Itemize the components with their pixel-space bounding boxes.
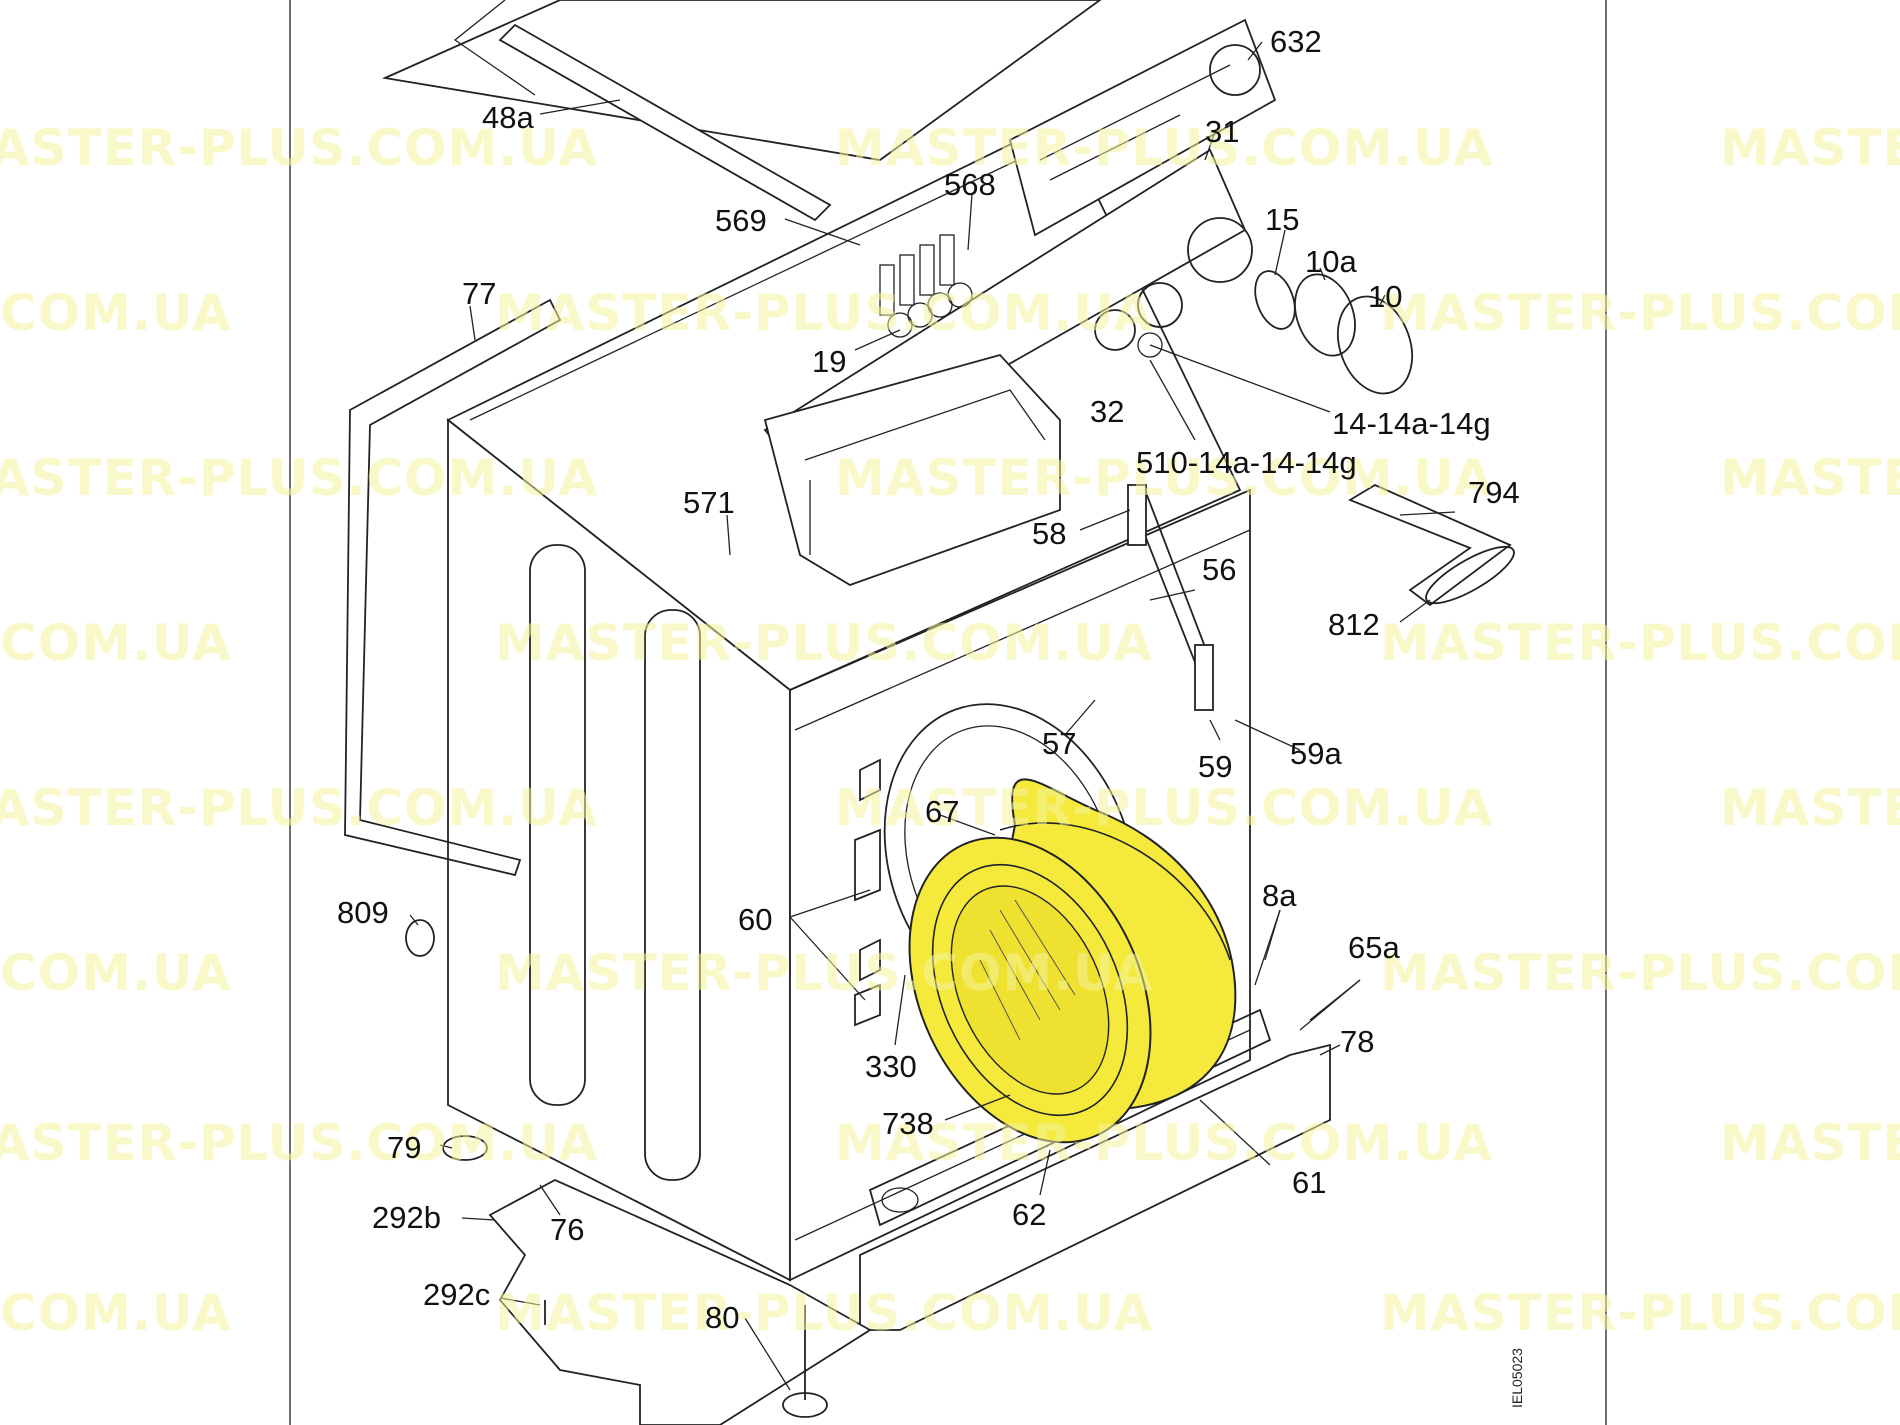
watermark: MASTER-PLUS.COM.UA xyxy=(1720,449,1900,507)
watermark: MASTER-PLUS.COM.UA xyxy=(0,449,598,507)
part-label-809: 809 xyxy=(337,895,389,930)
part-label-794: 794 xyxy=(1468,475,1520,510)
part-label-62: 62 xyxy=(1012,1197,1046,1232)
part-label-76: 76 xyxy=(550,1212,584,1247)
watermark: .COM.UA xyxy=(0,944,232,1002)
watermark-layer: MASTER-PLUS.COM.UA MASTER-PLUS.COM.UA MA… xyxy=(0,119,1900,1342)
watermark: MASTER-PLUS.COM.UA xyxy=(495,944,1153,1002)
part-label-292c: 292c xyxy=(423,1277,490,1312)
part-label-738: 738 xyxy=(882,1106,934,1141)
part-label-59a: 59a xyxy=(1290,736,1342,771)
part-label-65a: 65a xyxy=(1348,930,1400,965)
part-label-292b: 292b xyxy=(372,1200,441,1235)
part-label-10: 10 xyxy=(1368,279,1402,314)
line-art xyxy=(289,0,1607,1425)
part-label-77: 77 xyxy=(462,276,496,311)
door-inner-ring xyxy=(950,885,1110,1095)
part-label-60: 60 xyxy=(738,902,772,937)
watermark: MASTER-PLUS.COM.UA xyxy=(835,119,1493,177)
part-label-67: 67 xyxy=(925,794,959,829)
watermark: MASTER-PLUS.COM.UA xyxy=(1380,284,1900,342)
watermark: MASTER-PLUS.COM.UA xyxy=(0,779,598,837)
watermark: MASTER-PLUS.COM.UA xyxy=(0,119,598,177)
part-label-32: 32 xyxy=(1090,394,1124,429)
part-label-58: 58 xyxy=(1032,516,1066,551)
part-label-31: 31 xyxy=(1205,114,1239,149)
part-label-80: 80 xyxy=(705,1300,739,1335)
watermark: .COM.UA xyxy=(0,284,232,342)
watermark: .COM.UA xyxy=(0,1284,232,1342)
part-label-61: 61 xyxy=(1292,1165,1326,1200)
watermark: MASTER-PLUS.COM.UA xyxy=(1380,614,1900,672)
leader-lines xyxy=(409,41,1456,1391)
part-label-59: 59 xyxy=(1198,749,1232,784)
watermark: MASTER-PLUS.COM.UA xyxy=(835,779,1493,837)
watermark: MASTER-PLUS.COM.UA xyxy=(495,614,1153,672)
part-label-8a: 8a xyxy=(1262,878,1297,913)
watermark: MASTER-PLUS.COM.UA xyxy=(1720,779,1900,837)
part-label-569: 569 xyxy=(715,203,767,238)
part-label-57: 57 xyxy=(1042,726,1076,761)
part-label-568: 568 xyxy=(944,167,996,202)
part-label-330: 330 xyxy=(865,1049,917,1084)
part-labels: 632 48a 31 568 569 15 10a 10 77 19 32 14… xyxy=(337,24,1520,1335)
top-cover xyxy=(381,0,1102,161)
highlighted-door-assembly xyxy=(908,778,1237,1144)
part-label-632: 632 xyxy=(1270,24,1322,59)
watermark: .COM.UA xyxy=(0,614,232,672)
part-label-14-14a-14g: 14-14a-14g xyxy=(1332,406,1491,441)
part-label-571: 571 xyxy=(683,485,735,520)
part-label-15: 15 xyxy=(1265,202,1299,237)
part-label-79: 79 xyxy=(387,1130,421,1165)
part-label-56: 56 xyxy=(1202,552,1236,587)
watermark: MASTER-PLUS.COM.UA xyxy=(1720,1114,1900,1172)
watermark: MASTER-PLUS.COM.UA xyxy=(1380,944,1900,1002)
watermark: MASTER-PLUS.COM.UA xyxy=(835,449,1493,507)
watermark: MASTER-PLUS.COM.UA xyxy=(1380,1284,1900,1342)
watermark: MASTER-PLUS.COM.UA xyxy=(1720,119,1900,177)
watermark: MASTER-PLUS.COM.UA xyxy=(835,1114,1493,1172)
part-label-510-14a-14-14g: 510-14a-14-14g xyxy=(1136,445,1357,480)
watermark: MASTER-PLUS.COM.UA xyxy=(495,1284,1153,1342)
part-label-812: 812 xyxy=(1328,607,1380,642)
dispenser-drawer xyxy=(763,353,1061,586)
part-label-48a: 48a xyxy=(482,100,534,135)
base-plate xyxy=(488,1178,872,1425)
part-label-19: 19 xyxy=(812,344,846,379)
drawing-code: IEL05023 xyxy=(1509,1348,1525,1408)
electronic-board xyxy=(1008,18,1277,237)
watermark: MASTER-PLUS.COM.UA xyxy=(495,284,1153,342)
watermark: MASTER-PLUS.COM.UA xyxy=(0,1114,598,1172)
part-label-78: 78 xyxy=(1340,1024,1374,1059)
part-label-10a: 10a xyxy=(1305,244,1357,279)
